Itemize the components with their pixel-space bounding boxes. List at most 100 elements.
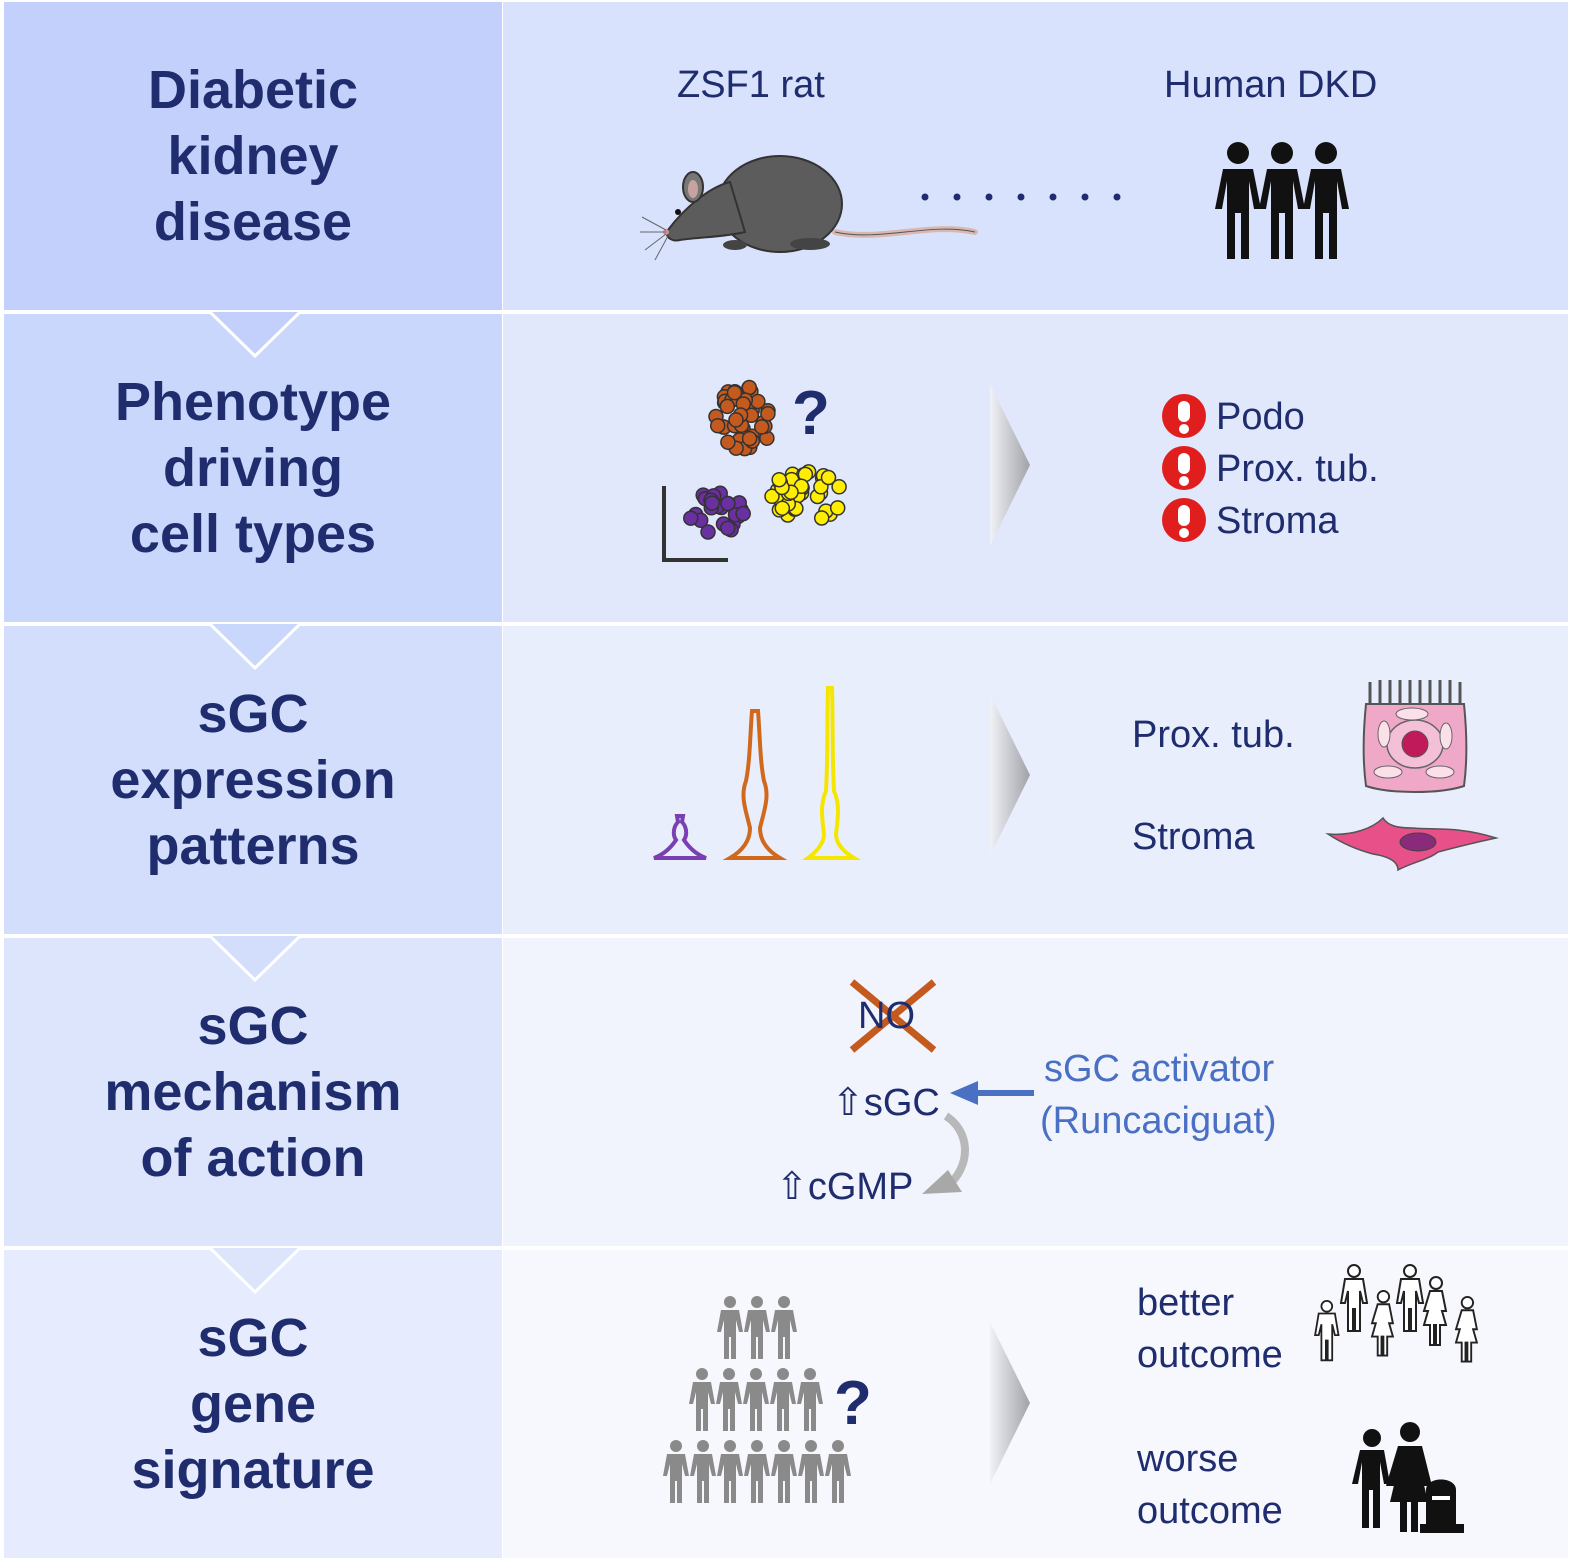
cell-dot xyxy=(820,469,837,486)
violin-plot-icon xyxy=(653,686,862,860)
cell-dot xyxy=(720,434,736,450)
cell-dot xyxy=(771,471,787,488)
cell-dot xyxy=(774,500,791,516)
orange-cell-cluster xyxy=(708,379,776,457)
dotted-line xyxy=(921,193,1121,201)
cgmp-up-label: ⇧cGMP xyxy=(776,1166,914,1208)
person-icon xyxy=(663,1440,689,1503)
row-1-title: Diabetic kidney disease xyxy=(147,60,359,252)
person-icon xyxy=(743,1368,769,1431)
better-outcome-line2: outcome xyxy=(1137,1334,1283,1376)
activator-arrow-icon xyxy=(950,1081,1034,1105)
sgc-up-label: ⇧sGC xyxy=(832,1082,940,1124)
cell-dot xyxy=(813,510,830,526)
cell-dot xyxy=(760,405,776,422)
person-outline-icon xyxy=(1339,1264,1369,1332)
person-outline-icon xyxy=(1422,1276,1448,1346)
yellow-violin xyxy=(802,686,862,860)
worse-outcome-line1: worse xyxy=(1137,1438,1239,1480)
yellow-cell-cluster xyxy=(764,464,847,526)
family-gravestone-icon xyxy=(1352,1422,1464,1533)
row-3-label-panel xyxy=(4,626,502,934)
cell-type-podo: Podo xyxy=(1216,396,1305,438)
person-icon xyxy=(771,1440,797,1503)
row-5-title: sGC gene signature xyxy=(131,1308,375,1500)
row-1-label-panel xyxy=(4,2,502,310)
person-icon xyxy=(797,1368,823,1431)
row-connector-notch xyxy=(208,1246,302,1295)
runcaciguat-label: (Runcaciguat) xyxy=(1040,1100,1277,1142)
prox-tub-label: Prox. tub. xyxy=(1132,714,1295,756)
purple-violin xyxy=(653,814,707,860)
cell-dot xyxy=(753,419,770,435)
cell-dot xyxy=(741,430,758,447)
arrow-chevron xyxy=(990,384,1030,546)
cell-dot xyxy=(709,417,726,434)
patient-crowd-icon xyxy=(663,1296,851,1503)
person-icon xyxy=(770,1368,796,1431)
rat-label: ZSF1 rat xyxy=(677,64,825,106)
row-connector-notch xyxy=(208,622,302,671)
cell-dot xyxy=(683,510,699,526)
row-sgc-gene-signature: sGC gene signature ? better outcome wors… xyxy=(0,1246,1572,1558)
row-4-content-panel xyxy=(503,938,1568,1246)
cell-dot xyxy=(719,398,736,415)
row-3-title: sGC expression patterns xyxy=(110,684,396,876)
cell-dot xyxy=(720,520,736,536)
person-icon xyxy=(690,1440,716,1503)
row-phenotype-driving-cell-types: Phenotype driving cell types ? Podo Prox… xyxy=(0,310,1572,622)
person-outline-icon xyxy=(1454,1296,1479,1363)
cell-dot xyxy=(720,495,736,512)
person-icon xyxy=(825,1440,851,1503)
alert-icon xyxy=(1162,498,1206,542)
cell-dot xyxy=(700,524,716,540)
human-group-icon xyxy=(1215,142,1349,259)
cell-dot xyxy=(735,505,751,522)
person-icon xyxy=(771,1296,797,1359)
row-sgc-expression-patterns: sGC expression patterns Prox. tub. Strom… xyxy=(0,622,1572,934)
stroma-label: Stroma xyxy=(1132,816,1255,858)
row-4-label-panel xyxy=(4,938,502,1246)
proximal-tubule-cell-icon xyxy=(1362,680,1468,793)
person-icon xyxy=(717,1440,743,1503)
cell-dot xyxy=(750,393,766,410)
arrow-chevron xyxy=(990,1322,1030,1484)
row-diabetic-kidney-disease: Diabetic kidney disease ZSF1 rat Human D… xyxy=(0,2,1572,310)
cell-type-prox-tub: Prox. tub. xyxy=(1216,448,1379,490)
cell-dot xyxy=(831,479,847,495)
row-connector-notch xyxy=(208,934,302,983)
person-icon xyxy=(798,1440,824,1503)
curved-arrow-icon xyxy=(922,1112,969,1194)
row-5-label-panel xyxy=(4,1250,502,1558)
person-icon xyxy=(744,1440,770,1503)
worse-outcome-line2: outcome xyxy=(1137,1490,1283,1532)
cell-dot xyxy=(704,495,720,511)
cell-type-stroma: Stroma xyxy=(1216,500,1339,542)
orange-violin xyxy=(722,709,788,860)
human-dkd-label: Human DKD xyxy=(1164,64,1378,106)
alert-icon xyxy=(1162,446,1206,490)
person-icon xyxy=(716,1368,742,1431)
arrow-chevron xyxy=(990,694,1030,856)
person-icon xyxy=(689,1368,715,1431)
no-label: NO xyxy=(858,995,915,1037)
cross-out-icon xyxy=(849,979,937,1053)
cell-dot xyxy=(726,384,743,401)
row-4-title: sGC mechanism of action xyxy=(104,996,402,1188)
sgc-activator-label: sGC activator xyxy=(1044,1048,1275,1090)
alert-icon xyxy=(1162,394,1206,438)
row-2-label-panel xyxy=(4,314,502,622)
better-outcome-line1: better xyxy=(1137,1282,1235,1324)
purple-cell-cluster xyxy=(683,485,751,540)
row-1-content-panel xyxy=(503,2,1568,310)
row-sgc-mechanism-of-action: sGC mechanism of action NO ⇧sGC ⇧cGMP sG… xyxy=(0,934,1572,1246)
person-outline-icon xyxy=(1370,1290,1395,1357)
healthy-people-outline-icon xyxy=(1314,1264,1479,1363)
cluster-question-mark: ? xyxy=(792,379,830,448)
cell-cluster-umap-icon xyxy=(662,379,847,562)
crowd-question-mark: ? xyxy=(834,1369,872,1438)
rat-icon xyxy=(640,155,978,261)
row-2-title: Phenotype driving cell types xyxy=(114,372,392,564)
cell-dot xyxy=(728,412,744,428)
person-outline-icon xyxy=(1314,1300,1340,1362)
